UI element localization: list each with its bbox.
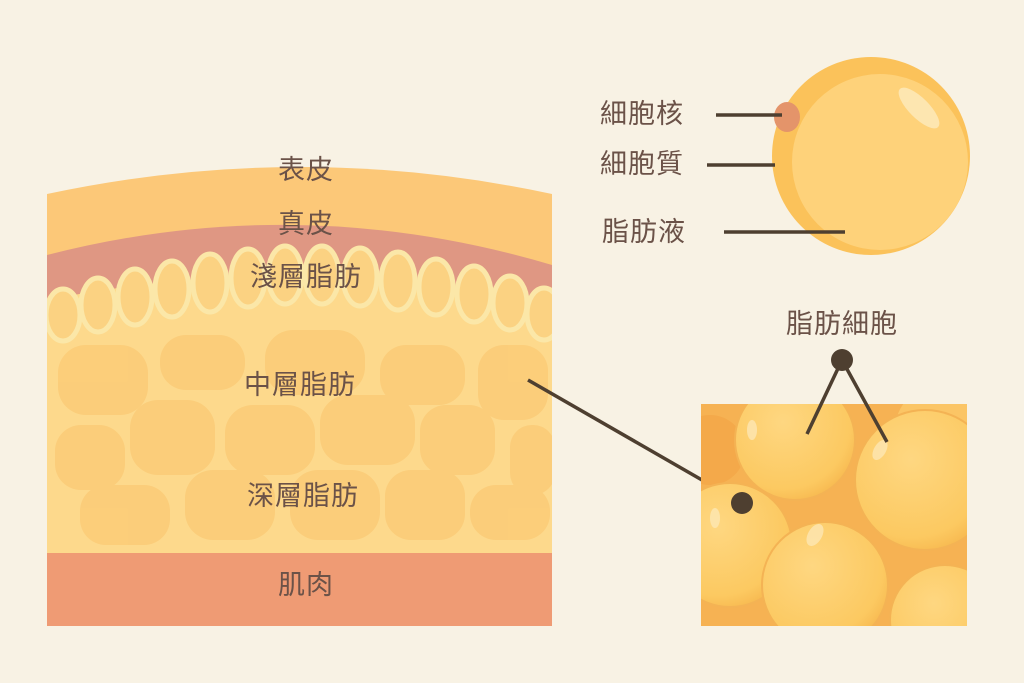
nucleus (774, 102, 800, 132)
label-dermis: 真皮 (278, 209, 334, 240)
pointer-dot-icon (731, 492, 753, 514)
label-nucleus: 細胞核 (600, 99, 684, 130)
fat-cell-pointer (805, 349, 889, 443)
label-muscle: 肌肉 (278, 570, 334, 601)
highlight-icon (898, 87, 940, 129)
fat-cell-leader-lines (707, 113, 845, 234)
label-middle-fat: 中層脂肪 (244, 370, 356, 401)
skin-cross-section (47, 167, 552, 626)
label-superficial-fat: 淺層脂肪 (250, 262, 362, 293)
label-cytoplasm: 細胞質 (600, 149, 684, 180)
muscle-layer (47, 553, 552, 626)
superficial-fat-cells (47, 243, 552, 344)
label-deep-fat: 深層脂肪 (247, 481, 359, 512)
pointer-dot-icon (831, 349, 853, 371)
label-fat-cell: 脂肪細胞 (786, 309, 898, 340)
lipid-droplet (792, 74, 968, 250)
fat-tissue-closeup (701, 404, 967, 626)
fat-cell-sphere (772, 57, 970, 255)
label-epidermis: 表皮 (278, 155, 334, 186)
fat-lobules (55, 330, 552, 545)
label-lipid: 脂肪液 (602, 217, 686, 248)
